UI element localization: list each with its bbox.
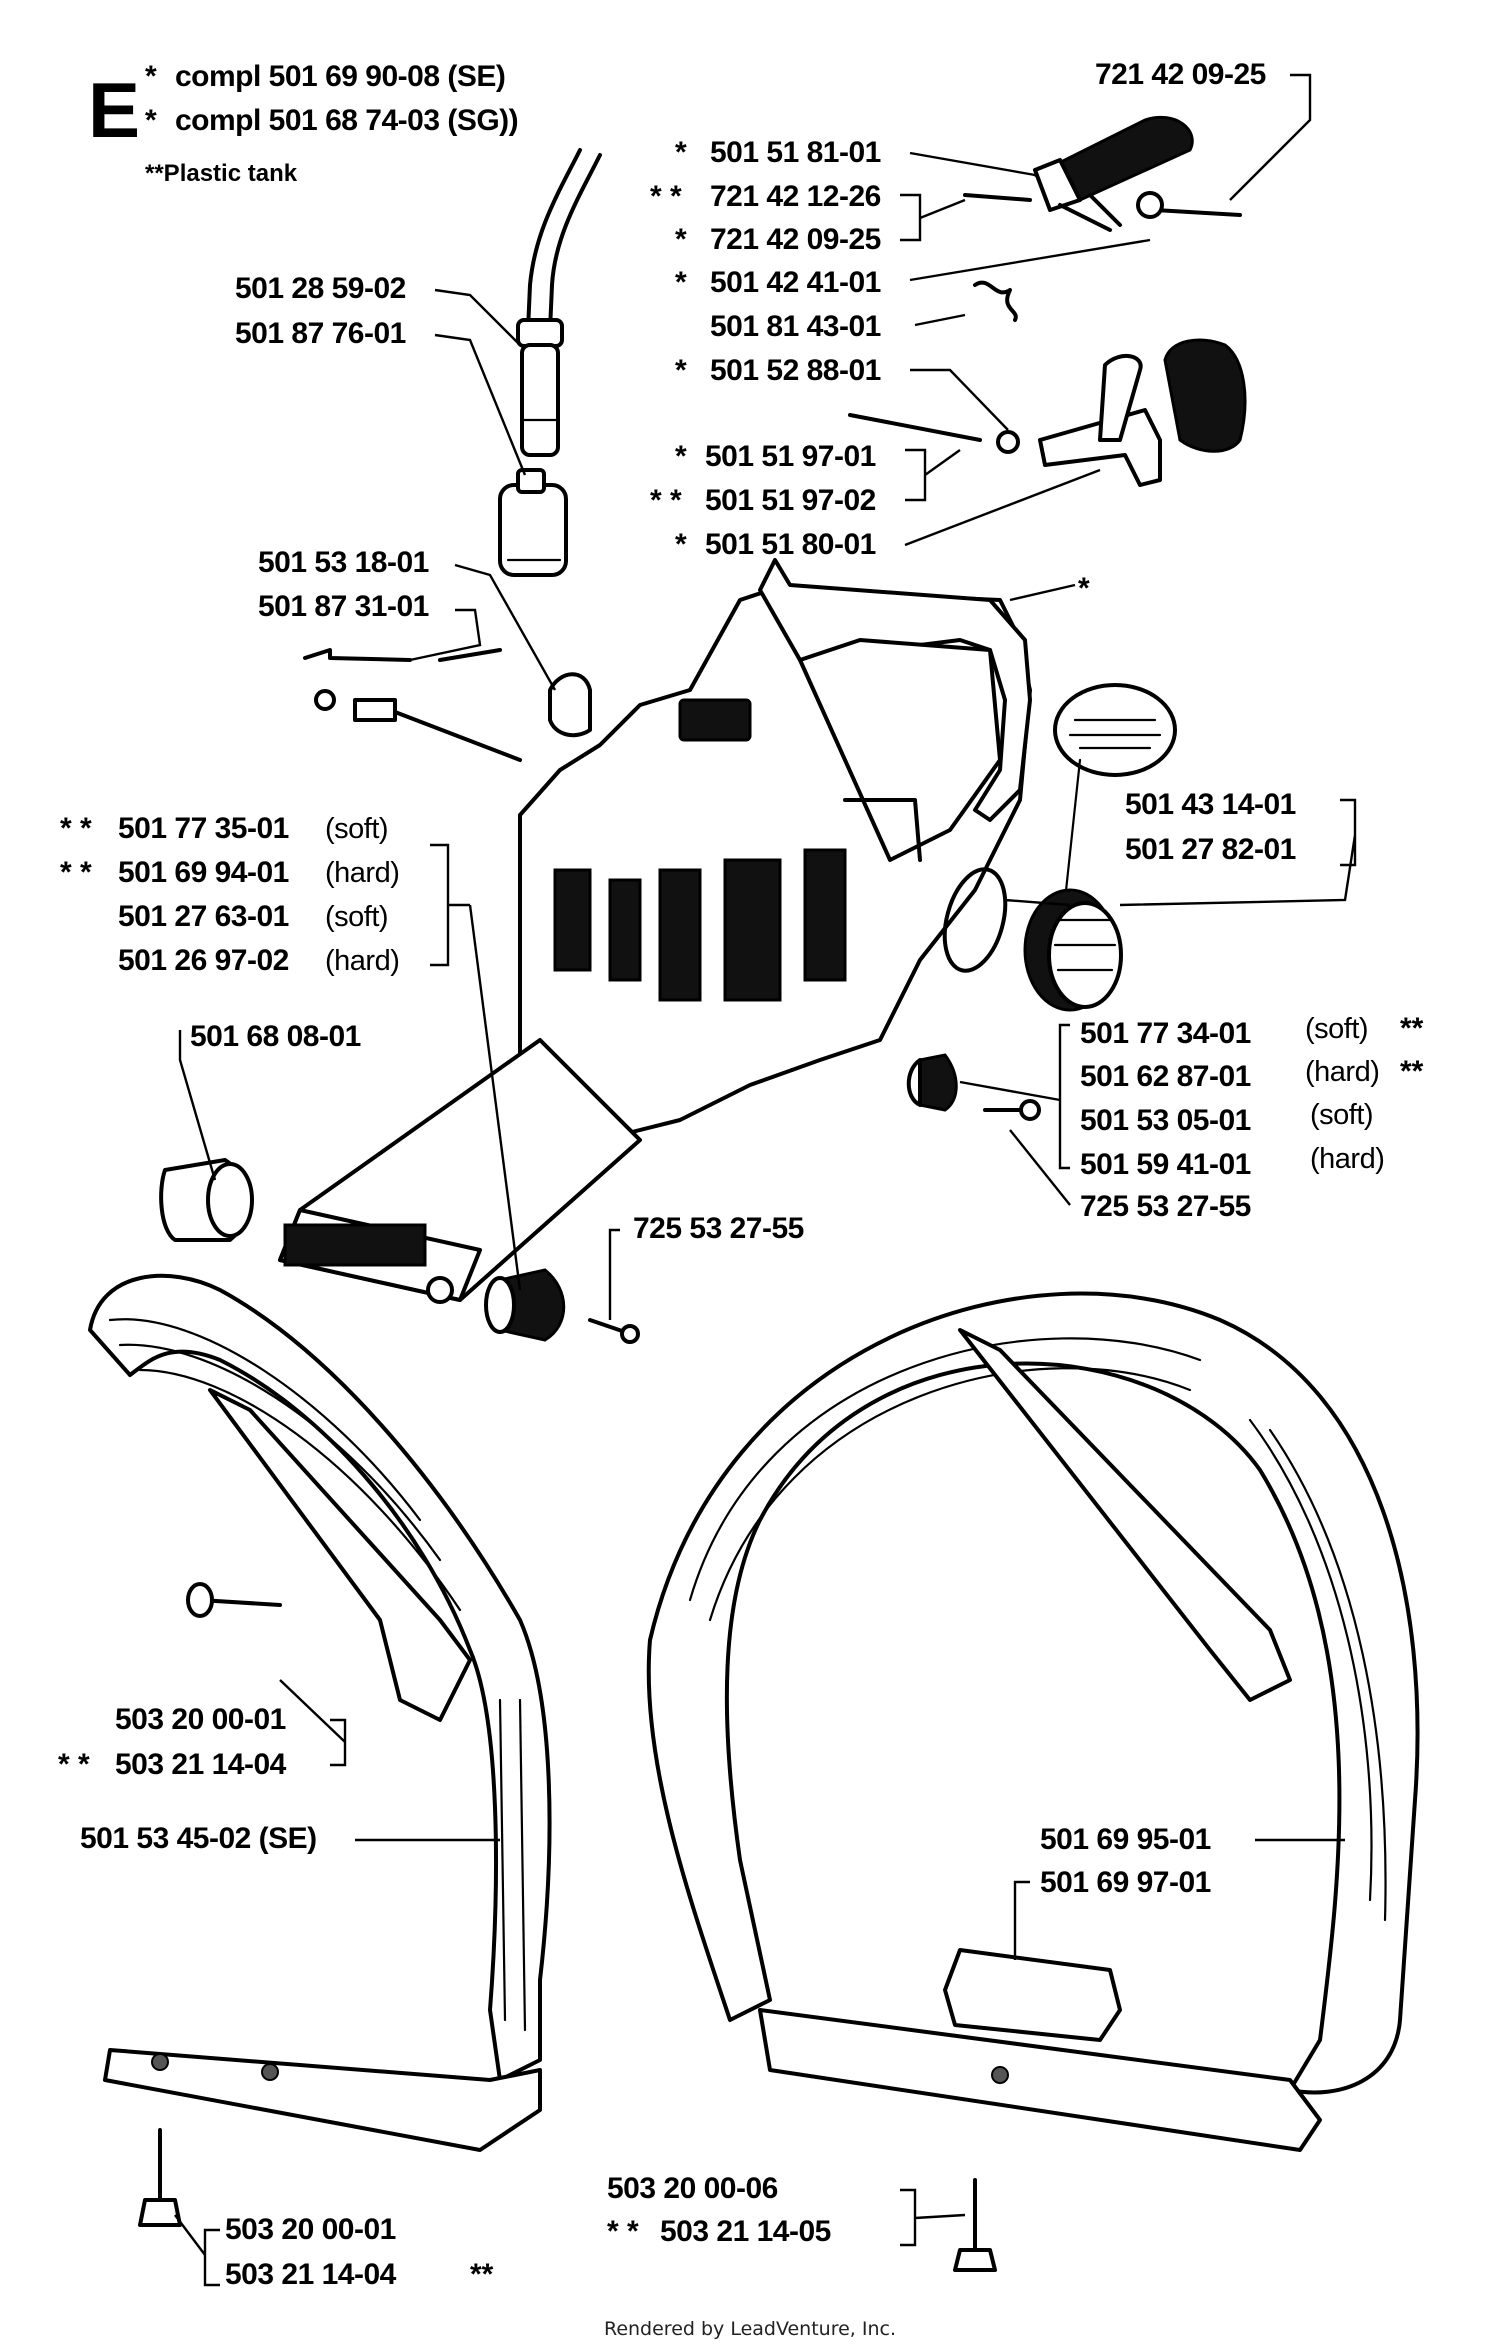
marker-501-51-97-01: * [675, 440, 687, 473]
label-501-51-80-01: 501 51 80-01 [705, 528, 876, 561]
plastic-tank-note: **Plastic tank [145, 160, 298, 187]
fuel-filter-drawing [498, 468, 568, 577]
tank-marker: * [1078, 572, 1090, 605]
marker-501-52-88-01: * [675, 354, 687, 387]
fuel-cap-drawing [1053, 683, 1177, 902]
damper-left-drawing [159, 1158, 254, 1242]
marker-501-62-87-01: ** [1400, 1055, 1424, 1088]
label-501-77-35-01: 501 77 35-01 [118, 812, 289, 845]
marker-501-51-81-01: * [675, 136, 687, 169]
damper-center-drawing [484, 1268, 640, 1344]
fuel-hose-drawing [516, 148, 602, 457]
choke-rod-drawing [303, 648, 522, 762]
label-503-21-14-04-top: 503 21 14-04 [115, 1748, 286, 1781]
throttle-trigger-drawing [963, 115, 1242, 322]
marker-501-77-34-01: ** [1400, 1012, 1424, 1045]
label-501-42-41-01: 501 42 41-01 [710, 266, 881, 299]
qualifier-soft-3: (soft) [1305, 1013, 1369, 1045]
label-501-87-76-01: 501 87 76-01 [235, 317, 406, 350]
label-721-42-09-25-top: 721 42 09-25 [1095, 58, 1266, 91]
damper-right-drawing [906, 1053, 1041, 1121]
marker-503-21-14-04-bottom: ** [470, 2258, 494, 2291]
compl-marker-2: * [145, 104, 157, 137]
qualifier-hard-1: (hard) [325, 857, 400, 889]
label-501-62-87-01: 501 62 87-01 [1080, 1060, 1251, 1093]
marker-501-69-94-01: * * [60, 856, 92, 889]
label-501-59-41-01: 501 59 41-01 [1080, 1148, 1251, 1181]
leader-lines [174, 73, 1357, 2287]
front-handle-left-drawing [88, 1273, 552, 2227]
label-501-27-82-01: 501 27 82-01 [1125, 833, 1296, 866]
qualifier-hard-4: (hard) [1310, 1143, 1385, 1175]
label-501-87-31-01: 501 87 31-01 [258, 590, 429, 623]
marker-503-21-14-05: * * [607, 2215, 639, 2248]
qualifier-soft-4: (soft) [1310, 1099, 1374, 1131]
section-letter: E [88, 66, 141, 154]
marker-501-51-97-02: * * [650, 484, 682, 517]
marker-721-42-09-25: * [675, 223, 687, 256]
label-501-53-05-01: 501 53 05-01 [1080, 1104, 1251, 1137]
o-ring-drawing [942, 867, 1008, 973]
label-501-69-94-01: 501 69 94-01 [118, 856, 289, 889]
oil-cap-drawing [1023, 888, 1123, 1012]
qualifier-soft-1: (soft) [325, 813, 389, 845]
marker-503-21-14-04-top: * * [58, 1748, 90, 1781]
qualifier-hard-3: (hard) [1305, 1056, 1380, 1088]
label-501-28-59-02: 501 28 59-02 [235, 272, 406, 305]
label-503-20-00-01-top: 503 20 00-01 [115, 1703, 286, 1736]
label-503-20-00-01-bottom: 503 20 00-01 [225, 2213, 396, 2246]
label-503-21-14-05: 503 21 14-05 [660, 2215, 831, 2248]
label-501-53-18-01: 501 53 18-01 [258, 546, 429, 579]
label-501-69-95-01: 501 69 95-01 [1040, 1823, 1211, 1856]
label-721-42-09-25: 721 42 09-25 [710, 223, 881, 256]
label-501-27-63-01: 501 27 63-01 [118, 900, 289, 933]
marker-721-42-12-26: * * [650, 180, 682, 213]
fuel-tank-handle-drawing [278, 558, 1032, 1304]
label-501-68-08-01: 501 68 08-01 [190, 1020, 361, 1053]
label-721-42-12-26: 721 42 12-26 [710, 180, 881, 213]
label-725-53-27-55-center: 725 53 27-55 [633, 1212, 804, 1245]
label-501-53-45-02: 501 53 45-02 (SE) [80, 1822, 317, 1855]
label-503-21-14-04-bottom: 503 21 14-04 [225, 2258, 396, 2291]
label-503-20-00-06: 503 20 00-06 [607, 2172, 778, 2205]
marker-501-77-35-01: * * [60, 812, 92, 845]
compl-line-2: compl 501 68 74-03 (SG)) [175, 104, 519, 137]
compl-marker-1: * [145, 60, 157, 93]
label-501-51-97-02: 501 51 97-02 [705, 484, 876, 517]
qualifier-hard-2: (hard) [325, 945, 400, 977]
label-501-52-88-01: 501 52 88-01 [710, 354, 881, 387]
label-501-51-81-01: 501 51 81-01 [710, 136, 881, 169]
label-725-53-27-55-right: 725 53 27-55 [1080, 1190, 1251, 1223]
rubber-buffer-top-drawing [548, 672, 592, 738]
compl-line-1: compl 501 69 90-08 (SE) [175, 60, 506, 93]
label-501-77-34-01: 501 77 34-01 [1080, 1017, 1251, 1050]
label-501-26-97-02: 501 26 97-02 [118, 944, 289, 977]
label-501-43-14-01: 501 43 14-01 [1125, 788, 1296, 821]
label-501-51-97-01: 501 51 97-01 [705, 440, 876, 473]
label-501-81-43-01: 501 81 43-01 [710, 310, 881, 343]
marker-501-51-80-01: * [675, 528, 687, 561]
label-501-69-97-01: 501 69 97-01 [1040, 1866, 1211, 1899]
qualifier-soft-2: (soft) [325, 901, 389, 933]
front-handle-right-drawing [646, 1291, 1420, 2272]
marker-501-42-41-01: * [675, 266, 687, 299]
footer-credit: Rendered by LeadVenture, Inc. [603, 2318, 897, 2340]
throttle-lockout-drawing [848, 338, 1247, 487]
